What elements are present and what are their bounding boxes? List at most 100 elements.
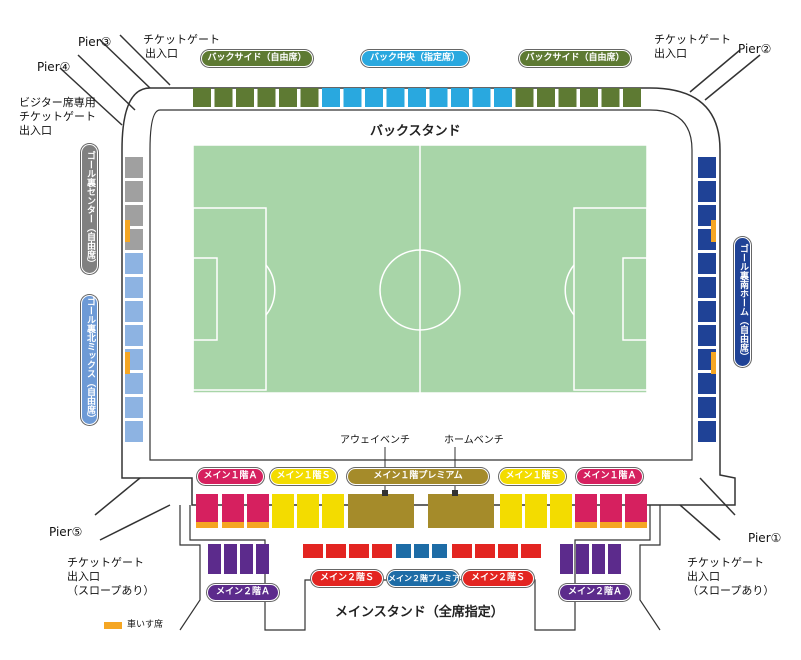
- home-block-6: [698, 301, 716, 322]
- home-block-11: [698, 421, 716, 442]
- main2-block-17: [498, 544, 518, 558]
- pier-walkway-0: [99, 39, 151, 89]
- away-bench-marker: [382, 490, 388, 496]
- pitch: [192, 144, 648, 496]
- back-block-12: [451, 88, 469, 107]
- main-left-wing: [179, 505, 201, 631]
- away-wheelchair-0: [125, 220, 130, 242]
- main1-block-17: [625, 494, 647, 528]
- main2-block-1: [224, 544, 237, 574]
- away-wheelchair-1: [125, 352, 130, 374]
- gate-visitor: ビジター席専用 チケットゲート 出入口: [19, 96, 96, 137]
- away-block-10: [125, 397, 143, 418]
- gate-top-left: チケットゲート 出入口: [143, 33, 220, 60]
- back-block-1: [214, 88, 233, 107]
- goal-home-label: ゴール裏南ホーム（自由席）: [735, 238, 750, 366]
- back-block-2: [236, 88, 254, 107]
- main1s-right-label: メイン１階Ｓ: [500, 469, 565, 484]
- pier-walkway-3: [77, 54, 136, 111]
- home-block-1: [698, 181, 716, 202]
- main2a-right-label: メイン２階Ａ: [560, 585, 630, 600]
- back-center-label: バック中央（指定席）: [362, 51, 468, 66]
- main1-block-13: [525, 494, 547, 528]
- wheelchair-legend-label: 車いす席: [127, 620, 164, 630]
- pier3-label: Pier③: [78, 35, 112, 49]
- main2s-right-label: メイン２階Ｓ: [463, 571, 533, 586]
- home-bench-marker: [452, 490, 458, 496]
- home-block-10: [698, 397, 716, 418]
- right-penalty-arc: [564, 264, 575, 316]
- main2-block-15: [452, 544, 472, 558]
- main1-block-1: [222, 494, 244, 528]
- back-block-10: [408, 88, 426, 107]
- pier-walkway-8: [699, 477, 736, 516]
- back-block-0: [193, 88, 211, 107]
- seat-blocks: [125, 88, 716, 574]
- goal-away-mix-label: ゴール裏北ミックス（自由席）: [82, 296, 97, 424]
- main1-wheelchair-3: [575, 522, 597, 528]
- back-block-20: [623, 88, 641, 107]
- main-right-wing: [639, 505, 661, 631]
- pier5-label: Pier⑤: [49, 525, 83, 539]
- left-penalty-arc: [265, 264, 276, 316]
- away-block-11: [125, 421, 143, 442]
- back-block-19: [601, 88, 620, 107]
- home-block-7: [698, 325, 716, 346]
- main1-block-4: [297, 494, 319, 528]
- main1-wheelchair-4: [600, 522, 622, 528]
- pier-walkway-6: [94, 477, 141, 516]
- back-block-14: [494, 88, 512, 107]
- away-block-5: [125, 277, 143, 298]
- main1-block-6: [348, 494, 370, 528]
- main1-premium-label: メイン１階プレミアム: [348, 469, 488, 484]
- main2-block-8: [303, 544, 323, 558]
- gate-top-right: チケットゲート 出入口: [654, 33, 731, 60]
- main1-block-9: [428, 494, 450, 528]
- main1-block-16: [600, 494, 622, 528]
- back-block-7: [343, 88, 362, 107]
- home-wheelchair-0: [711, 220, 716, 242]
- pier-walkway-5: [689, 49, 741, 93]
- main2s-left-label: メイン２階Ｓ: [312, 571, 382, 586]
- pier-walkway-9: [679, 504, 721, 541]
- away-block-6: [125, 301, 143, 322]
- pier-walkway-4: [704, 54, 761, 101]
- away-block-1: [125, 181, 143, 202]
- main1-wheelchair-5: [625, 522, 647, 528]
- away-block-7: [125, 325, 143, 346]
- pier1-label: Pier①: [748, 531, 782, 545]
- home-block-0: [698, 157, 716, 178]
- main2-block-5: [576, 544, 589, 574]
- back-side-left-label: バックサイド（自由席）: [202, 51, 312, 66]
- main1-block-10: [450, 494, 472, 528]
- home-block-4: [698, 253, 716, 274]
- back-block-3: [257, 88, 276, 107]
- back-block-17: [558, 88, 577, 107]
- away-block-4: [125, 253, 143, 274]
- main2-block-13: [414, 544, 429, 558]
- pier4-label: Pier④: [37, 60, 71, 74]
- gate-bottom-left: チケットゲート 出入口 （スロープあり）: [67, 556, 155, 597]
- home-block-5: [698, 277, 716, 298]
- goal-away-center-label: ゴール裏センター（自由席）: [82, 145, 97, 273]
- main1-block-11: [472, 494, 494, 528]
- main2-block-18: [521, 544, 541, 558]
- main1-block-15: [575, 494, 597, 528]
- main1-wheelchair-0: [196, 522, 218, 528]
- center-circle: [379, 249, 461, 331]
- main2-block-3: [256, 544, 269, 574]
- main1-block-5: [322, 494, 344, 528]
- main-stand-label: メインスタンド（全席指定）: [335, 605, 504, 620]
- away-block-9: [125, 373, 143, 394]
- main2-block-16: [475, 544, 495, 558]
- main2-block-7: [608, 544, 621, 574]
- main1a-left-label: メイン１階Ａ: [198, 469, 263, 484]
- back-block-13: [472, 88, 491, 107]
- inner-concourse: [149, 109, 693, 461]
- outer-concourse: [121, 87, 736, 506]
- home-wheelchair-1: [711, 352, 716, 374]
- main2-block-9: [326, 544, 346, 558]
- main2-premium-label: メイン２階プレミアム: [388, 571, 467, 586]
- main1-block-2: [247, 494, 269, 528]
